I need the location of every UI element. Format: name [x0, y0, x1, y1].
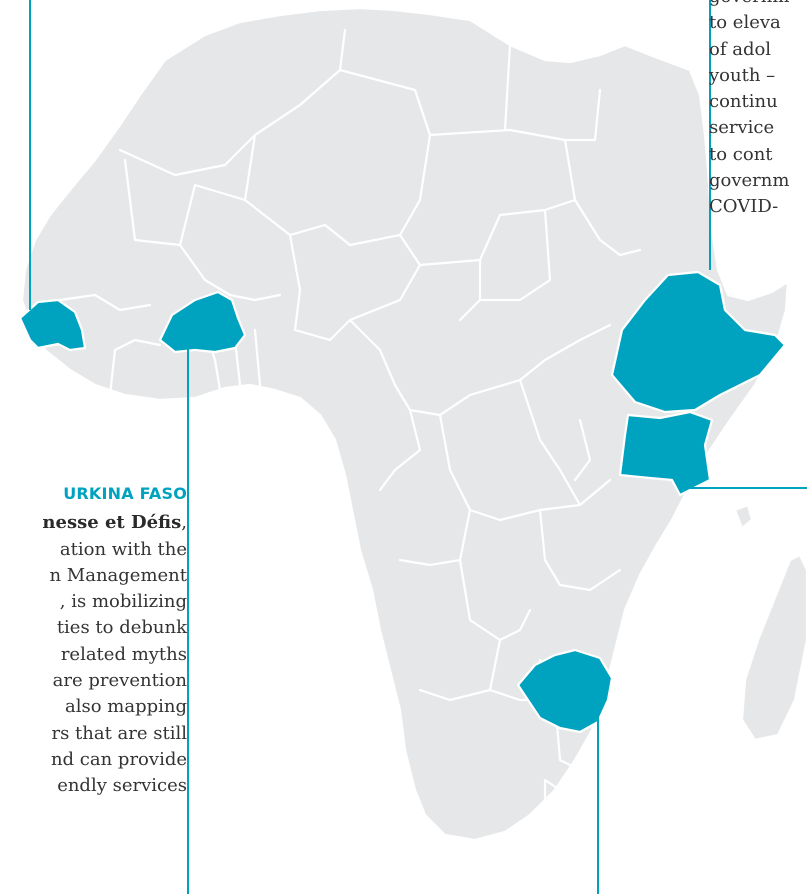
- madagascar-island: [740, 553, 807, 742]
- country-kenya: [618, 410, 714, 497]
- callout-east-africa: governm to eleva of adol youth – continu…: [709, 0, 807, 221]
- callout-line: nd can provide: [50, 748, 187, 770]
- callout-org-line: nesse et Défis,: [0, 510, 187, 536]
- country-burkina-faso: [158, 290, 247, 354]
- callout-line: endly services: [57, 775, 187, 797]
- callout-line: governm: [709, 170, 790, 192]
- callout-line: governm: [709, 0, 807, 10]
- callout-line: ation with the: [59, 538, 187, 560]
- callout-burkina-faso: URKINA FASO nesse et Défis, ation with t…: [0, 481, 187, 800]
- callout-line: , is mobilizing: [59, 591, 187, 613]
- callout-heading: URKINA FASO: [63, 484, 187, 503]
- org-name: nesse et Défis: [42, 512, 182, 534]
- callout-line: n Management: [49, 564, 187, 586]
- callout-line: also mapping: [64, 696, 187, 718]
- callout-line: related myths: [60, 643, 187, 665]
- country-zimbabwe: [516, 648, 614, 734]
- org-suffix: ,: [181, 512, 187, 534]
- callout-line: continu: [709, 91, 778, 113]
- africa-landmass: [20, 6, 790, 842]
- callout-line: COVID-: [709, 196, 779, 218]
- callout-body: nesse et Défis, ation with the n Managem…: [0, 510, 187, 799]
- callout-line: youth –: [709, 64, 776, 86]
- island-small: [733, 503, 754, 530]
- callout-line: of adol: [709, 38, 772, 60]
- callout-body: governm to eleva of adol youth – continu…: [709, 0, 807, 221]
- country-ethiopia: [610, 270, 787, 414]
- country-senegal: [18, 298, 87, 352]
- callout-line: ties to debunk: [56, 617, 187, 639]
- callout-line: are prevention: [52, 670, 187, 692]
- callout-line: to cont: [709, 143, 773, 165]
- callout-line: rs that are still: [51, 722, 187, 744]
- callout-line: to eleva: [709, 12, 781, 34]
- callout-line: service: [709, 117, 775, 139]
